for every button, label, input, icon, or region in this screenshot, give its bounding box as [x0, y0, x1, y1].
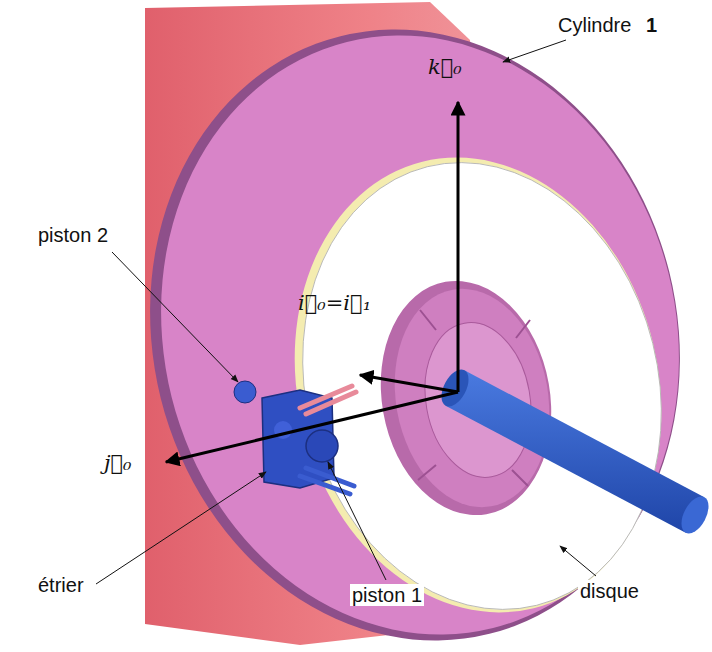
leader-line [112, 252, 238, 382]
caliper-pins [300, 386, 356, 414]
shaft [446, 370, 705, 532]
disc-edge [248, 118, 709, 651]
piston-1 [306, 430, 338, 462]
leader-line [328, 462, 386, 580]
caliper-pins [300, 468, 354, 494]
part-name: Cylindre [556, 14, 633, 36]
piston-2 [234, 381, 256, 403]
part-name: piston 1 [350, 584, 424, 606]
part-name: piston 2 [36, 224, 110, 246]
axis-k0 [457, 102, 460, 392]
vector-label: k⃗₀ [428, 56, 462, 79]
part-name: disque [578, 580, 641, 602]
vector-label: j⃗₀ [104, 452, 132, 475]
callout-number: 1 [644, 14, 659, 36]
cylinder-face [99, 0, 712, 652]
shaft-end [676, 492, 712, 538]
axis-i0 [360, 375, 458, 392]
disc [257, 124, 708, 648]
leader-line [96, 472, 266, 584]
cylinder-rim [86, 0, 712, 652]
vector-label: i⃗₀=i⃗₁ [298, 292, 371, 315]
leader-line [560, 546, 596, 576]
leader-line [503, 40, 566, 62]
axis-j0 [166, 392, 458, 462]
part-name: étrier [36, 574, 86, 596]
